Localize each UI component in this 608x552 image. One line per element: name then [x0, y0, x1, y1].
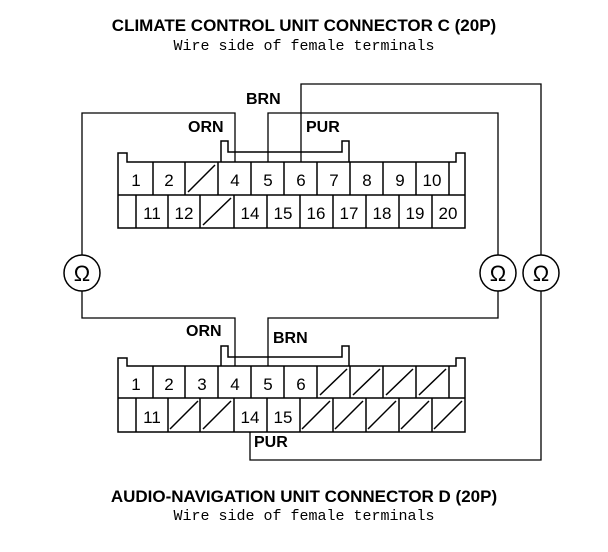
connector-c-subtitle: Wire side of female terminals	[173, 38, 435, 55]
wire-brn-c	[267, 112, 499, 255]
connector-d	[117, 345, 466, 433]
blank-cavity-slash	[169, 400, 199, 430]
ohmmeter-middle: Ω	[479, 254, 517, 292]
wire-label-brn-upper: BRN	[246, 91, 281, 108]
ohmmeter-icon	[63, 254, 101, 292]
pin-c-20: 20	[439, 204, 458, 223]
wire-orn-c	[81, 112, 236, 255]
pin-c-7: 7	[329, 171, 338, 190]
pin-c-2: 2	[164, 171, 173, 190]
blank-cavity-slash	[187, 164, 216, 193]
pin-c-16: 16	[307, 204, 326, 223]
pin-d-4: 4	[230, 375, 239, 394]
pin-d-11: 11	[143, 408, 161, 427]
pin-c-6: 6	[296, 171, 305, 190]
ohmmeter-icon	[479, 254, 517, 292]
blank-cavity-slash	[202, 400, 232, 430]
pin-c-11: 11	[143, 204, 161, 223]
blank-cavity-slash	[301, 400, 331, 430]
wire-label-orn-lower: ORN	[186, 323, 222, 340]
wire-label-pur-lower: PUR	[254, 434, 288, 451]
pin-d-6: 6	[296, 375, 305, 394]
wire-brn-d	[267, 291, 499, 366]
pin-d-3: 3	[197, 375, 206, 394]
wire-label-pur-upper: PUR	[306, 119, 340, 136]
connector-c-pins: 1 2 4 5 6 7 8 9 10 11 12 14 15 16 17 18 …	[131, 171, 457, 223]
pin-c-4: 4	[230, 171, 239, 190]
connector-c-lock-tab	[220, 140, 350, 162]
blank-cavity-slash	[418, 368, 447, 396]
connector-d-title: AUDIO-NAVIGATION UNIT CONNECTOR D (20P)	[110, 487, 498, 506]
wire-pur-c	[300, 83, 542, 255]
pin-c-15: 15	[274, 204, 293, 223]
blank-cavity-slash	[367, 400, 397, 430]
wire-pur-d	[249, 291, 542, 461]
pin-d-5: 5	[263, 375, 272, 394]
ohmmeter-icon	[522, 254, 560, 292]
blank-cavity-slash	[385, 368, 414, 396]
pin-c-5: 5	[263, 171, 272, 190]
connector-d-housing	[117, 357, 466, 433]
pin-d-15: 15	[274, 408, 293, 427]
ohm-symbol: Ω	[490, 261, 506, 286]
ohmmeter-left: Ω	[63, 254, 101, 292]
pin-c-9: 9	[395, 171, 404, 190]
wires	[81, 83, 542, 461]
blank-cavity-slash	[319, 368, 348, 396]
connector-c-title: CLIMATE CONTROL UNIT CONNECTOR C (20P)	[111, 16, 497, 35]
pin-c-18: 18	[373, 204, 392, 223]
connector-c	[117, 140, 466, 229]
pin-d-14: 14	[241, 408, 260, 427]
connector-c-housing	[117, 152, 466, 229]
pin-d-2: 2	[164, 375, 173, 394]
ohm-symbol: Ω	[533, 261, 549, 286]
connector-d-pins: 1 2 3 4 5 6 11 14 15	[131, 375, 305, 427]
pin-c-12: 12	[175, 204, 194, 223]
ohm-symbol: Ω	[74, 261, 90, 286]
pin-c-19: 19	[406, 204, 425, 223]
wire-label-brn-lower: BRN	[273, 330, 308, 347]
blank-cavity-slash	[334, 400, 364, 430]
connector-d-subtitle: Wire side of female terminals	[173, 508, 435, 525]
pin-c-17: 17	[340, 204, 359, 223]
pin-c-8: 8	[362, 171, 371, 190]
blank-cavity-slash	[352, 368, 381, 396]
connector-d-lock-tab	[220, 345, 350, 366]
ohmmeter-right: Ω	[522, 254, 560, 292]
pin-c-10: 10	[423, 171, 442, 190]
blank-cavity-slash	[400, 400, 430, 430]
pin-c-14: 14	[241, 204, 260, 223]
wire-label-orn-upper: ORN	[188, 119, 224, 136]
blank-cavity-slash	[433, 400, 463, 430]
pin-c-1: 1	[131, 171, 140, 190]
wire-orn-d	[81, 291, 236, 366]
blank-cavity-slash	[202, 197, 232, 226]
pin-d-1: 1	[131, 375, 140, 394]
